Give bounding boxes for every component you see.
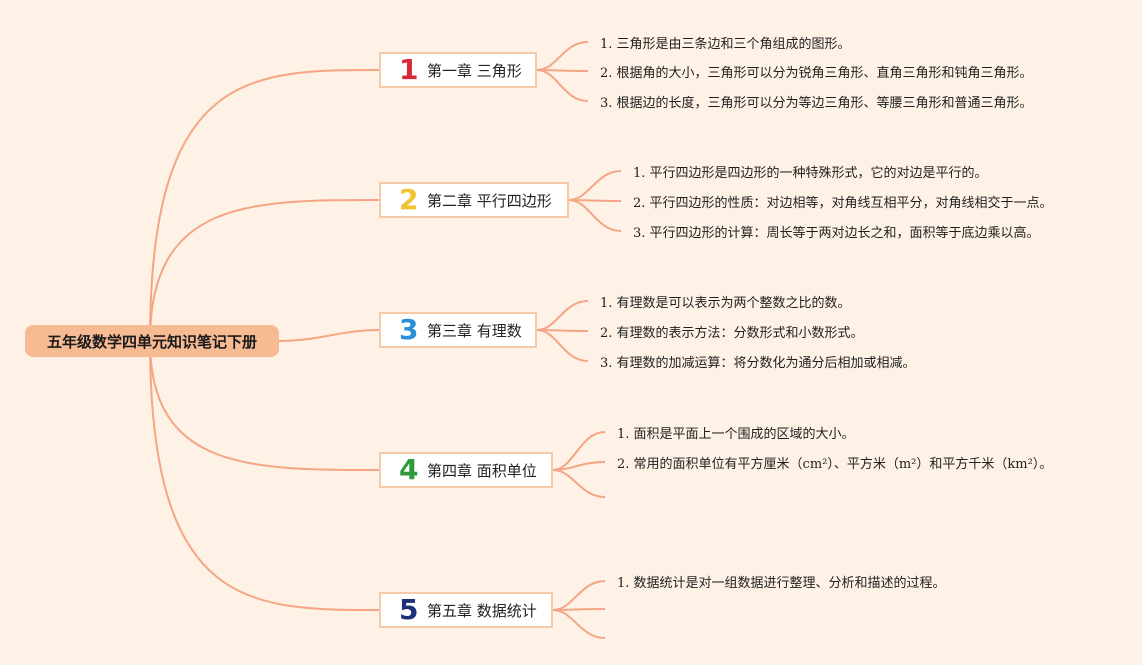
chapter-title: 第二章 平行四边形 bbox=[427, 191, 552, 210]
note-text: 1. 数据统计是对一组数据进行整理、分析和描述的过程。 bbox=[617, 576, 946, 591]
note-line-4-2 bbox=[552, 461, 606, 471]
branch-line-chapter-4 bbox=[149, 340, 380, 471]
chapter-number-badge: 3 bbox=[399, 313, 419, 346]
chapter-title: 第三章 有理数 bbox=[427, 321, 522, 340]
chapter-title: 第一章 三角形 bbox=[427, 61, 522, 80]
note-line-4-1 bbox=[552, 431, 606, 471]
note-line-4-3 bbox=[552, 469, 606, 498]
branch-line-chapter-5 bbox=[149, 340, 380, 611]
note-text: 1. 有理数是可以表示为两个整数之比的数。 bbox=[600, 296, 851, 311]
branch-line-chapter-2 bbox=[149, 199, 380, 342]
note-line-5-1 bbox=[552, 580, 606, 611]
note-text: 2. 常用的面积单位有平方厘米（cm²）、平方米（m²）和平方千米（km²）。 bbox=[617, 457, 1053, 472]
note-text: 2. 平行四边形的性质：对边相等，对角线互相平分，对角线相交于一点。 bbox=[633, 196, 1053, 211]
note-text: 2. 有理数的表示方法：分数形式和小数形式。 bbox=[600, 326, 864, 341]
note-text: 1. 面积是平面上一个围成的区域的大小。 bbox=[617, 427, 855, 442]
chapter-number-badge: 4 bbox=[399, 453, 419, 486]
chapter-node-5[interactable]: 5 第五章 数据统计 bbox=[379, 592, 553, 628]
note-line-1-1 bbox=[536, 41, 589, 71]
note-text: 2. 根据角的大小，三角形可以分为锐角三角形、直角三角形和钝角三角形。 bbox=[600, 66, 1033, 81]
chapter-title: 第五章 数据统计 bbox=[427, 601, 537, 620]
chapter-node-1[interactable]: 1 第一章 三角形 bbox=[379, 52, 537, 88]
note-line-2-3 bbox=[568, 199, 622, 232]
chapter-number-badge: 1 bbox=[399, 53, 419, 86]
chapter-node-2[interactable]: 2 第二章 平行四边形 bbox=[379, 182, 569, 218]
note-line-3-3 bbox=[536, 329, 589, 362]
branch-line-chapter-1 bbox=[149, 69, 380, 342]
note-line-3-1 bbox=[536, 300, 589, 331]
note-line-5-3 bbox=[552, 609, 606, 639]
note-text: 3. 有理数的加减运算：将分数化为通分后相加或相减。 bbox=[600, 356, 916, 371]
note-text: 3. 平行四边形的计算：周长等于两对边长之和，面积等于底边乘以高。 bbox=[633, 226, 1040, 241]
note-text: 1. 平行四边形是四边形的一种特殊形式，它的对边是平行的。 bbox=[633, 166, 988, 181]
note-line-2-1 bbox=[568, 170, 622, 201]
note-line-1-3 bbox=[536, 69, 589, 102]
chapter-number-badge: 5 bbox=[399, 593, 419, 626]
note-text: 1. 三角形是由三条边和三个角组成的图形。 bbox=[600, 37, 851, 52]
note-line-5-2 bbox=[552, 608, 606, 611]
chapter-title: 第四章 面积单位 bbox=[427, 461, 537, 480]
chapter-node-4[interactable]: 4 第四章 面积单位 bbox=[379, 452, 553, 488]
chapter-number-badge: 2 bbox=[399, 183, 419, 216]
chapter-node-3[interactable]: 3 第三章 有理数 bbox=[379, 312, 537, 348]
note-text: 3. 根据边的长度，三角形可以分为等边三角形、等腰三角形和普通三角形。 bbox=[600, 96, 1033, 111]
branch-line-chapter-3 bbox=[278, 329, 380, 342]
root-node[interactable]: 五年级数学四单元知识笔记下册 bbox=[25, 325, 279, 357]
